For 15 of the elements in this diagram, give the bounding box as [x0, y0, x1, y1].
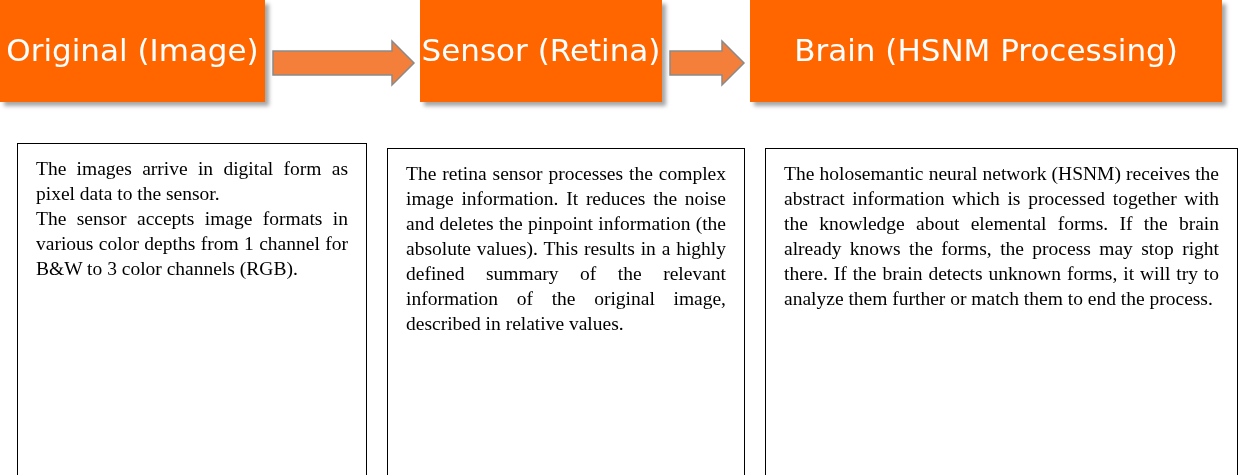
- stage-box: [750, 0, 1222, 102]
- description-text: The retina sensor processes the complex image information. It reduces the noise and deletes the pinpoint information (the absolute values). This results in a highly defined summary of the relevant information of the original image, described in relative values.: [406, 162, 726, 336]
- description-box: [17, 143, 367, 475]
- description-text: The images arrive in digital form as pixel data to the sensor.: [36, 157, 348, 206]
- block-arrow: [669, 39, 746, 87]
- stage-title: Original (Image): [6, 31, 259, 71]
- stage-box: [420, 0, 662, 102]
- block-arrow: [272, 39, 416, 87]
- description-text: The holosemantic neural network (HSNM) receives the abstract information which is processed together with the knowledge about elemental forms. If the brain already knows the forms, the process may stop right there. If the brain detects unknown forms, it will try to analyze them further or match them to end the process.: [784, 162, 1219, 311]
- description-box: [765, 148, 1238, 475]
- stage-title: Sensor (Retina): [421, 31, 661, 71]
- stage-title: Brain (HSNM Processing): [794, 31, 1178, 71]
- description-text: The sensor accepts image formats in various color depths from 1 channel for B&W to 3 color channels (RGB).: [36, 207, 348, 281]
- stage-box: [0, 0, 265, 102]
- description-box: [387, 148, 745, 475]
